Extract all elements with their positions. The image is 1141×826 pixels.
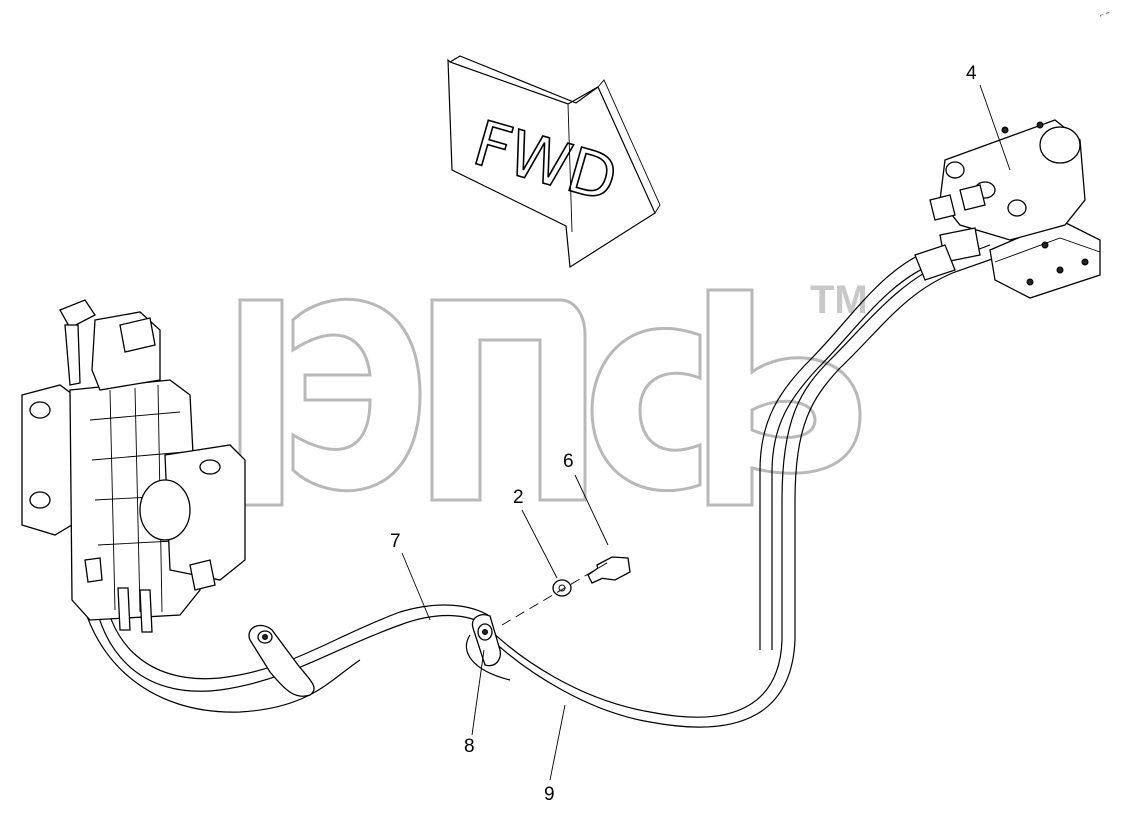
bolt-part-6 [587, 556, 631, 584]
leader-2 [521, 509, 558, 579]
callout-9: 9 [544, 784, 555, 805]
washer-part-2 [552, 579, 572, 597]
steering-unit-part-4 [914, 119, 1101, 299]
leader-8 [471, 649, 485, 736]
callout-8: 8 [464, 736, 475, 757]
hose-clamp-center [471, 614, 501, 667]
fwd-label: FWD [466, 106, 625, 216]
callout-6: 6 [563, 451, 574, 472]
corner-mark: ⌐ ━ [1098, 9, 1111, 19]
control-valve-assembly [21, 299, 246, 633]
leader-lines [401, 84, 1011, 781]
hose-clamp-left [248, 624, 315, 697]
trademark-label: TM [810, 278, 868, 322]
callout-7: 7 [390, 531, 401, 552]
forward-direction-arrow: FWD [447, 55, 661, 269]
callout-4: 4 [966, 63, 977, 84]
leader-4 [979, 84, 1011, 171]
leader-6 [574, 474, 609, 546]
watermark-logo: TM [238, 278, 868, 507]
hose-9 [74, 244, 996, 728]
callout-2: 2 [513, 487, 524, 508]
fastener-axis-line [501, 559, 613, 626]
leader-9 [549, 704, 566, 781]
leader-7 [401, 552, 431, 621]
